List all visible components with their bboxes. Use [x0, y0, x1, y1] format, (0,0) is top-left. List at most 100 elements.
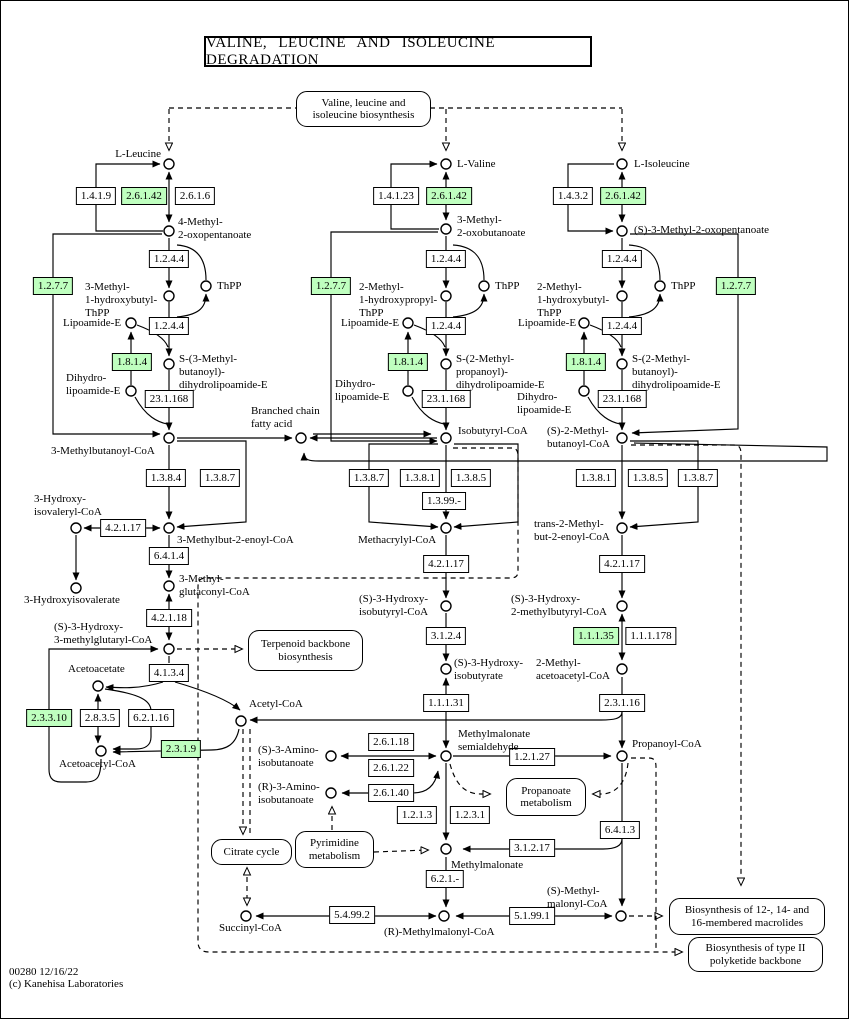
enzyme-box-2.6.1.18[interactable]: 2.6.1.18: [368, 733, 414, 751]
compound-node-r-methylmalonyl-coa[interactable]: [438, 910, 450, 922]
enzyme-box-6.2.1.-[interactable]: 6.2.1.-: [425, 870, 465, 888]
enzyme-box-1.2.4.4[interactable]: 1.2.4.4: [601, 250, 643, 268]
compound-node-branched-chain-fatty-acid[interactable]: [295, 432, 307, 444]
enzyme-box-4.2.1.17[interactable]: 4.2.1.17: [423, 555, 469, 573]
compound-node-l-valine[interactable]: [440, 158, 452, 170]
enzyme-box-4.2.1.17[interactable]: 4.2.1.17: [599, 555, 645, 573]
enzyme-box-1.4.1.9[interactable]: 1.4.1.9: [75, 187, 117, 205]
compound-node-3-methylbutanoyl-coa[interactable]: [163, 432, 175, 444]
compound-node-3-methylbut-2-enoyl-coa[interactable]: [163, 522, 175, 534]
enzyme-box-3.1.2.4[interactable]: 3.1.2.4: [425, 627, 467, 645]
enzyme-box-3.1.2.17[interactable]: 3.1.2.17: [509, 839, 555, 857]
compound-node-thpp-ile[interactable]: [654, 280, 666, 292]
enzyme-box-2.6.1.40[interactable]: 2.6.1.40: [368, 784, 414, 802]
compound-node-3-methylglutaconyl-coa[interactable]: [163, 580, 175, 592]
enzyme-box-1.3.8.7[interactable]: 1.3.8.7: [677, 469, 719, 487]
compound-node-lipoamide-e-leu[interactable]: [125, 317, 137, 329]
enzyme-box-2.3.1.16[interactable]: 2.3.1.16: [599, 694, 645, 712]
compound-node-s-methylmalonyl-coa[interactable]: [615, 910, 627, 922]
enzyme-box-4.2.1.17[interactable]: 4.2.1.17: [100, 519, 146, 537]
enzyme-box-1.2.4.4[interactable]: 1.2.4.4: [148, 250, 190, 268]
compound-node-r-3-amino-isobutanoate[interactable]: [325, 787, 337, 799]
enzyme-box-1.2.7.7[interactable]: 1.2.7.7: [310, 277, 352, 295]
compound-node-dihydrolipoamide-e-ile[interactable]: [578, 385, 590, 397]
enzyme-box-1.3.99.-[interactable]: 1.3.99.-: [422, 492, 466, 510]
compound-node-dihydrolipoamide-e-leu[interactable]: [125, 385, 137, 397]
enzyme-box-4.2.1.18[interactable]: 4.2.1.18: [146, 609, 192, 627]
compound-node-lipoamide-e-ile[interactable]: [578, 317, 590, 329]
pathway-link-citrate-cycle[interactable]: Citrate cycle: [211, 839, 292, 865]
compound-node-lipoamide-e-val[interactable]: [402, 317, 414, 329]
compound-node-dihydrolipoamide-e-val[interactable]: [402, 385, 414, 397]
compound-node-2-methyl-acetoacetyl-coa[interactable]: [616, 663, 628, 675]
enzyme-box-2.3.3.10[interactable]: 2.3.3.10: [26, 709, 72, 727]
enzyme-box-2.6.1.42[interactable]: 2.6.1.42: [121, 187, 167, 205]
enzyme-box-1.1.1.178[interactable]: 1.1.1.178: [625, 627, 677, 645]
enzyme-box-1.2.7.7[interactable]: 1.2.7.7: [715, 277, 757, 295]
compound-node-isobutyryl-coa[interactable]: [440, 432, 452, 444]
compound-node-3-methyl-1-hydroxybutyl-thpp[interactable]: [163, 290, 175, 302]
enzyme-box-5.1.99.1[interactable]: 5.1.99.1: [509, 907, 555, 925]
enzyme-box-2.6.1.6[interactable]: 2.6.1.6: [174, 187, 216, 205]
enzyme-box-1.8.1.4[interactable]: 1.8.1.4: [111, 353, 153, 371]
compound-node-l-isoleucine[interactable]: [616, 158, 628, 170]
compound-node-acetoacetate[interactable]: [92, 680, 104, 692]
compound-node-s-3-methyl-2-oxopentanoate[interactable]: [616, 225, 628, 237]
enzyme-box-1.2.3.1[interactable]: 1.2.3.1: [449, 806, 491, 824]
compound-node-s-3-methylbutanoyl-dihydrolipoamide-e[interactable]: [163, 358, 175, 370]
enzyme-box-1.3.8.1[interactable]: 1.3.8.1: [399, 469, 441, 487]
compound-node-s-2-methylbutanoyl-coa[interactable]: [616, 432, 628, 444]
compound-node-acetyl-coa[interactable]: [235, 715, 247, 727]
compound-node-methacrylyl-coa[interactable]: [440, 522, 452, 534]
compound-node-3-hydroxy-isovaleryl-coa[interactable]: [70, 522, 82, 534]
enzyme-box-1.2.4.4[interactable]: 1.2.4.4: [601, 317, 643, 335]
compound-node-2-methyl-1-hydroxybutyl-thpp[interactable]: [616, 290, 628, 302]
enzyme-box-2.6.1.42[interactable]: 2.6.1.42: [600, 187, 646, 205]
compound-node-s-2-methylbutanoyl-dihydrolipoamide-e[interactable]: [616, 358, 628, 370]
compound-node-s-3-hydroxy-isobutyrate[interactable]: [440, 663, 452, 675]
enzyme-box-2.6.1.42[interactable]: 2.6.1.42: [426, 187, 472, 205]
compound-node-4-methyl-2-oxopentanoate[interactable]: [163, 225, 175, 237]
compound-node-methylmalonate[interactable]: [440, 843, 452, 855]
compound-node-trans-2-methyl-but-2-enoyl-coa[interactable]: [616, 522, 628, 534]
enzyme-box-6.4.1.4[interactable]: 6.4.1.4: [148, 547, 190, 565]
enzyme-box-4.1.3.4[interactable]: 4.1.3.4: [148, 664, 190, 682]
compound-node-thpp-leu[interactable]: [200, 280, 212, 292]
compound-node-s-3-hydroxy-isobutyryl-coa[interactable]: [440, 600, 452, 612]
compound-node-3-methyl-2-oxobutanoate[interactable]: [440, 223, 452, 235]
enzyme-box-1.2.4.4[interactable]: 1.2.4.4: [148, 317, 190, 335]
enzyme-box-1.2.4.4[interactable]: 1.2.4.4: [425, 250, 467, 268]
enzyme-box-2.6.1.22[interactable]: 2.6.1.22: [368, 759, 414, 777]
compound-node-s-2-methylpropanoyl-dihydrolipoamide-e[interactable]: [440, 358, 452, 370]
enzyme-box-1.3.8.7[interactable]: 1.3.8.7: [199, 469, 241, 487]
enzyme-box-1.4.3.2[interactable]: 1.4.3.2: [552, 187, 594, 205]
compound-node-succinyl-coa[interactable]: [240, 910, 252, 922]
enzyme-box-23.1.168[interactable]: 23.1.168: [144, 390, 194, 408]
enzyme-box-1.3.8.1[interactable]: 1.3.8.1: [575, 469, 617, 487]
enzyme-box-1.8.1.4[interactable]: 1.8.1.4: [565, 353, 607, 371]
compound-node-2-methyl-1-hydroxypropyl-thpp[interactable]: [440, 290, 452, 302]
compound-node-3-hydroxyisovalerate[interactable]: [70, 582, 82, 594]
enzyme-box-1.2.7.7[interactable]: 1.2.7.7: [32, 277, 74, 295]
compound-node-methylmalonate-semialdehyde[interactable]: [440, 750, 452, 762]
enzyme-box-1.2.4.4[interactable]: 1.2.4.4: [425, 317, 467, 335]
compound-node-propanoyl-coa[interactable]: [616, 750, 628, 762]
enzyme-box-1.8.1.4[interactable]: 1.8.1.4: [387, 353, 429, 371]
enzyme-box-1.2.1.3[interactable]: 1.2.1.3: [396, 806, 438, 824]
enzyme-box-1.3.8.5[interactable]: 1.3.8.5: [627, 469, 669, 487]
compound-node-thpp-val[interactable]: [478, 280, 490, 292]
enzyme-box-1.3.8.5[interactable]: 1.3.8.5: [450, 469, 492, 487]
enzyme-box-23.1.168[interactable]: 23.1.168: [421, 390, 471, 408]
enzyme-box-1.2.1.27[interactable]: 1.2.1.27: [509, 748, 555, 766]
enzyme-box-1.3.8.7[interactable]: 1.3.8.7: [348, 469, 390, 487]
compound-node-s-3-hydroxy-3-methylglutaryl-coa[interactable]: [163, 643, 175, 655]
enzyme-box-1.4.1.23[interactable]: 1.4.1.23: [373, 187, 419, 205]
enzyme-box-2.3.1.9[interactable]: 2.3.1.9: [160, 740, 202, 758]
enzyme-box-5.4.99.2[interactable]: 5.4.99.2: [329, 906, 375, 924]
